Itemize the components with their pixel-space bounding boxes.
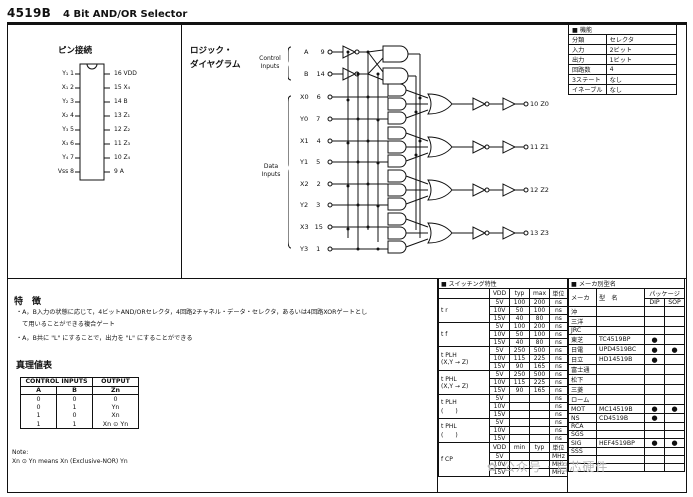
table-row: ローム: [568, 394, 685, 405]
table-row: 沖: [568, 306, 685, 317]
switching-table-header: ■ スイッチング特性: [438, 279, 568, 289]
pin-label-left: X₁ 2: [61, 84, 74, 91]
pin-label-right: 10 Z₄: [114, 154, 131, 161]
pin-label-right: 13 Z₁: [114, 112, 131, 119]
pin-label-left: X₂ 4: [61, 112, 74, 119]
table-row: 3ステートなし: [568, 74, 677, 85]
truth-table-title: 真理値表: [16, 361, 53, 371]
divider: [567, 278, 568, 493]
output-label-z0: 10 Z0: [530, 100, 549, 108]
table-row: 松下: [568, 374, 685, 385]
table-row: 富士通: [568, 364, 685, 375]
output-label-z3: 13 Z3: [530, 229, 549, 237]
table-row: [568, 463, 685, 472]
watermark: ✿ 公众号 · 启芯硬件: [487, 460, 609, 474]
pin-label-left: Y₃ 5: [62, 126, 74, 133]
maker-table-header: ■ メーカ別型名: [568, 279, 685, 289]
logic-title: ロジック・ ダイヤグラム: [190, 46, 241, 70]
divider: [181, 24, 182, 278]
pin-label-right: 16 VDD: [114, 70, 137, 77]
features-text: ・A，B入力の状態に応じて，4ビットAND/ORセレクタ，4回路2チャネル・デー…: [16, 309, 368, 316]
wechat-icon: ✿: [487, 460, 499, 474]
pin-label-left: Y₁ 1: [62, 70, 74, 77]
control-inputs-label: Control Inputs: [259, 55, 281, 70]
features-text: ・A，B共に "L" にすることで，出力を "L" にすることができる: [16, 335, 193, 342]
table-row: 三菱: [568, 384, 685, 395]
pin-label-left: Y₂ 3: [62, 98, 74, 105]
pin-label-right: 12 Z₂: [114, 126, 131, 133]
data-inputs-label: Data Inputs: [261, 163, 281, 178]
pinout-title: ピン接続: [58, 46, 93, 56]
pin-label-right: 14 B: [114, 98, 128, 105]
output-label-z1: 11 Z1: [530, 143, 549, 151]
function-table-header: ■ 機能: [568, 24, 677, 35]
page-header: 4519B 4 Bit AND/OR Selector: [7, 6, 187, 20]
part-number: 4519B: [7, 6, 52, 20]
pin-label-right: 9 A: [114, 168, 124, 175]
pin-label-right: 11 Z₃: [114, 140, 131, 147]
table-row: SSS: [568, 447, 685, 456]
sheet-frame: [7, 24, 687, 493]
table-row: RCA: [568, 422, 685, 431]
table-row: SGS: [568, 430, 685, 439]
pin-label-left: Vss 8: [57, 168, 74, 175]
features-text: て用いることができる複合ゲート: [16, 321, 115, 328]
header-rule: [7, 22, 687, 24]
output-label-z2: 12 Z2: [530, 186, 549, 194]
pin-label-right: 15 X₄: [114, 84, 131, 91]
pin-label-left: Y₄ 7: [62, 154, 74, 161]
divider: [437, 278, 438, 493]
table-row: 三洋: [568, 316, 685, 327]
table-row: イネーブルなし: [568, 84, 677, 95]
part-title: 4 Bit AND/OR Selector: [63, 9, 188, 20]
table-row: JRC: [568, 326, 685, 335]
dip-package: [75, 63, 110, 181]
logic-diagram: [288, 45, 529, 254]
truth-table-note: Note: Xn ⊙ Yn means Xn (Exclusive-NOR) Y…: [12, 449, 128, 465]
features-title: 特 徴: [14, 297, 42, 307]
pin-label-left: X₃ 6: [61, 140, 74, 147]
maker-table: ■ メーカ別型名 メーカ 型 名 パッケージ DIP SOP 沖 三洋 JRC …: [568, 279, 685, 472]
table-row: 分類セレクタ: [568, 34, 677, 45]
divider: [7, 278, 687, 279]
